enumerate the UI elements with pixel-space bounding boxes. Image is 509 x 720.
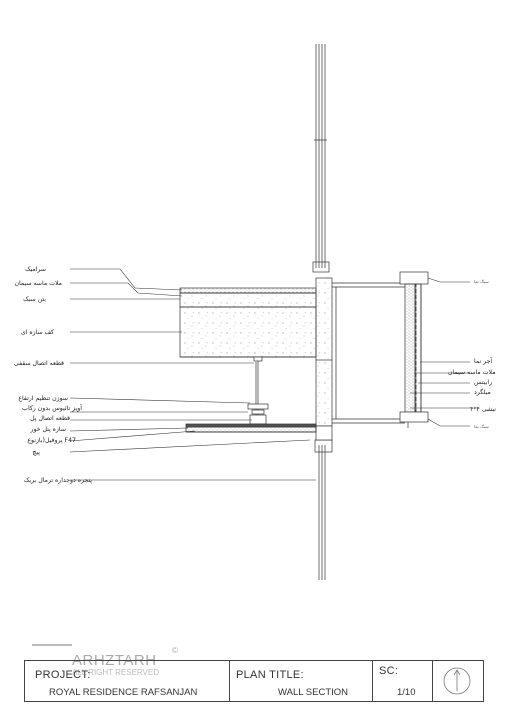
label-stone-top: سنگ نما bbox=[474, 279, 489, 284]
right-label-group: سنگ نما آجر نما ملات ماسه سیمان رابیتس م… bbox=[448, 279, 496, 429]
logo-mark-icon bbox=[32, 644, 72, 680]
plan-title-cell: PLAN TITLE: WALL SECTION bbox=[230, 661, 373, 701]
plan-heading: PLAN TITLE: bbox=[236, 669, 304, 681]
logo-subtext: ALL RIGHT RESERVED bbox=[72, 668, 159, 677]
title-block: PROJECT: ROYAL RESIDENCE RAFSANJAN PLAN … bbox=[24, 660, 484, 702]
scale-value: 1/10 bbox=[397, 687, 416, 698]
project-heading: PROJECT: bbox=[35, 669, 91, 681]
left-leaders bbox=[69, 268, 316, 481]
label-ceiling-connector: قطعه اتصال سقفی bbox=[14, 360, 64, 367]
label-height-rod: سوزن تنظیم ارتفاع bbox=[18, 395, 68, 402]
label-facade-brick: آجر نما bbox=[474, 356, 492, 365]
scale-heading: SC: bbox=[379, 665, 399, 677]
plan-name: WALL SECTION bbox=[278, 687, 349, 698]
label-structural-slab: کف سازه ای bbox=[21, 329, 54, 336]
facade-cladding bbox=[399, 271, 429, 428]
north-cell bbox=[433, 661, 483, 701]
facade-cavity bbox=[332, 282, 405, 424]
label-stone-bottom: سنگ نما bbox=[474, 424, 489, 429]
scale-cell: SC: 1/10 bbox=[373, 661, 433, 701]
left-label-group: سرامیک ملات ماسه سیمان بتن سبک کف سازه ا… bbox=[14, 266, 92, 484]
label-mortar: ملات ماسه سیمان bbox=[14, 280, 62, 287]
label-thermal-window: پنجره دوجداره ترمال بریک bbox=[24, 477, 92, 484]
label-mesh: رابیتس bbox=[474, 379, 492, 386]
project-cell: PROJECT: ROYAL RESIDENCE RAFSANJAN bbox=[25, 661, 230, 701]
label-panel-frame: سازه پنل خور bbox=[29, 426, 66, 433]
label-profile-f47: پروفیل(بازنوع F47 bbox=[27, 437, 76, 444]
label-angle: نبشی ۴*۴ bbox=[470, 406, 496, 413]
label-bridge-connector: قطعه اتصال پل bbox=[30, 415, 70, 422]
project-name: ROYAL RESIDENCE RAFSANJAN bbox=[49, 687, 198, 698]
window-frame-bottom bbox=[314, 439, 333, 580]
label-screw: پیچ bbox=[32, 449, 40, 456]
north-arrow-icon bbox=[443, 667, 471, 695]
right-leaders bbox=[410, 277, 470, 427]
label-hanger: آویز تائیوس بدون رکاب bbox=[22, 403, 82, 412]
wall-beam bbox=[315, 277, 333, 441]
window-frame-top bbox=[312, 44, 330, 273]
label-facade-mortar: ملات ماسه سیمان bbox=[448, 369, 496, 376]
suspended-ceiling bbox=[185, 356, 317, 433]
label-ceramic: سرامیک bbox=[25, 266, 46, 273]
label-light-concrete: بتن سبک bbox=[23, 296, 46, 303]
floor-slab bbox=[179, 287, 317, 358]
logo-copyright: © bbox=[172, 646, 178, 655]
label-rebar: میلگرد bbox=[474, 388, 491, 396]
